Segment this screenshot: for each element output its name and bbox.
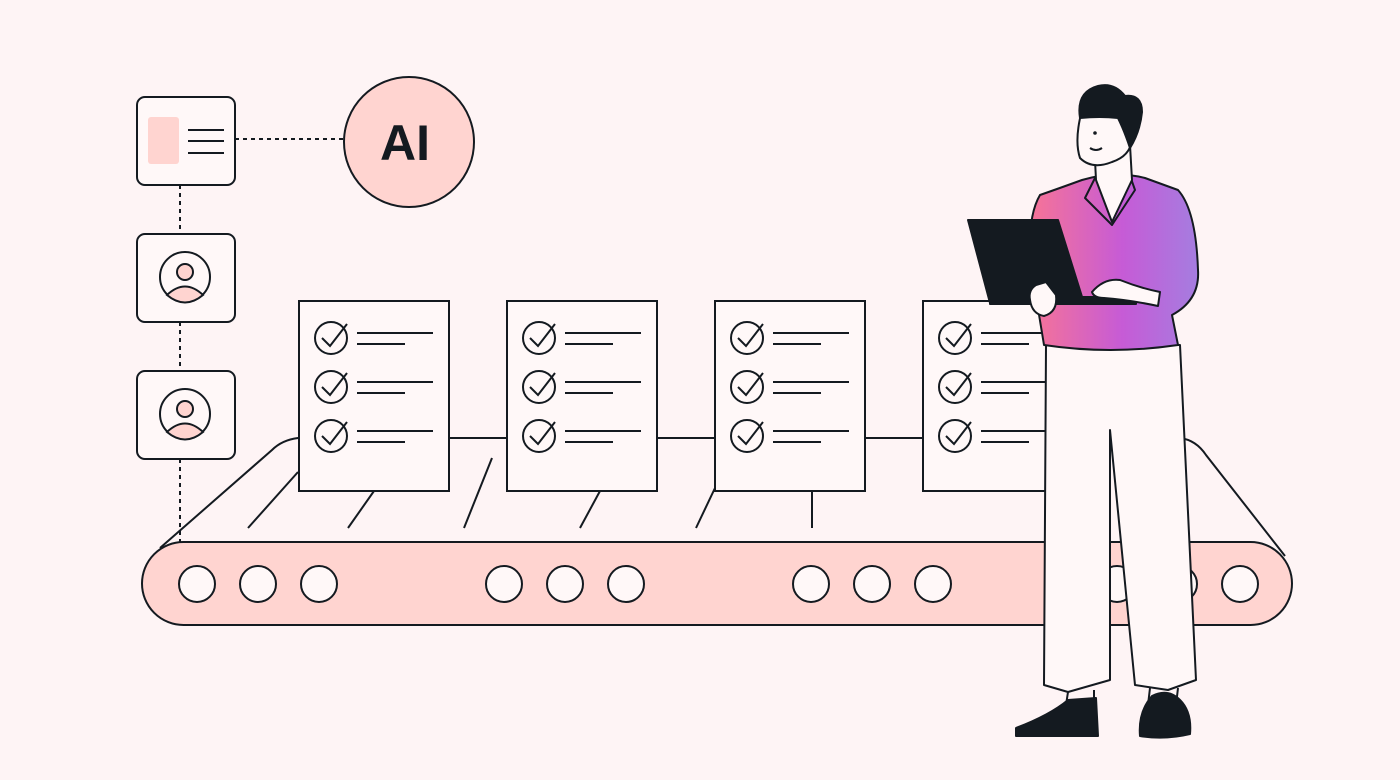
- check-icon: [522, 321, 556, 355]
- roller: [853, 565, 891, 603]
- check-icon: [730, 321, 764, 355]
- conveyor-belt: [141, 541, 1293, 626]
- check-icon: [730, 370, 764, 404]
- left-hand: [1028, 281, 1058, 317]
- roller: [178, 565, 216, 603]
- check-icon: [522, 419, 556, 453]
- roller: [607, 565, 645, 603]
- user-icon: [159, 251, 211, 304]
- checklist-document: [298, 300, 450, 492]
- roller: [914, 565, 952, 603]
- person: [967, 84, 1200, 739]
- roller: [300, 565, 338, 603]
- ai-label: AI: [380, 115, 430, 171]
- conveyor-struts: [247, 457, 813, 529]
- check-icon: [314, 370, 348, 404]
- hair: [1078, 84, 1143, 149]
- check-icon: [314, 321, 348, 355]
- roller: [485, 565, 523, 603]
- user-card-2: [136, 370, 236, 460]
- user-card-1: [136, 233, 236, 323]
- roller: [1221, 565, 1259, 603]
- pants: [1043, 344, 1197, 693]
- check-icon: [522, 370, 556, 404]
- user-icon: [159, 388, 211, 441]
- checklist-document: [714, 300, 866, 492]
- check-icon: [938, 419, 972, 453]
- checklist-document: [506, 300, 658, 492]
- check-icon: [314, 419, 348, 453]
- dashed-connectors: [179, 138, 344, 545]
- check-icon: [938, 370, 972, 404]
- check-icon: [730, 419, 764, 453]
- check-icon: [938, 321, 972, 355]
- right-hand: [1091, 278, 1161, 307]
- left-shoe: [1015, 697, 1099, 737]
- right-shoe: [1138, 691, 1192, 739]
- roller: [239, 565, 277, 603]
- data-card: [136, 96, 236, 186]
- roller: [792, 565, 830, 603]
- roller: [546, 565, 584, 603]
- ai-badge: AI: [343, 76, 475, 208]
